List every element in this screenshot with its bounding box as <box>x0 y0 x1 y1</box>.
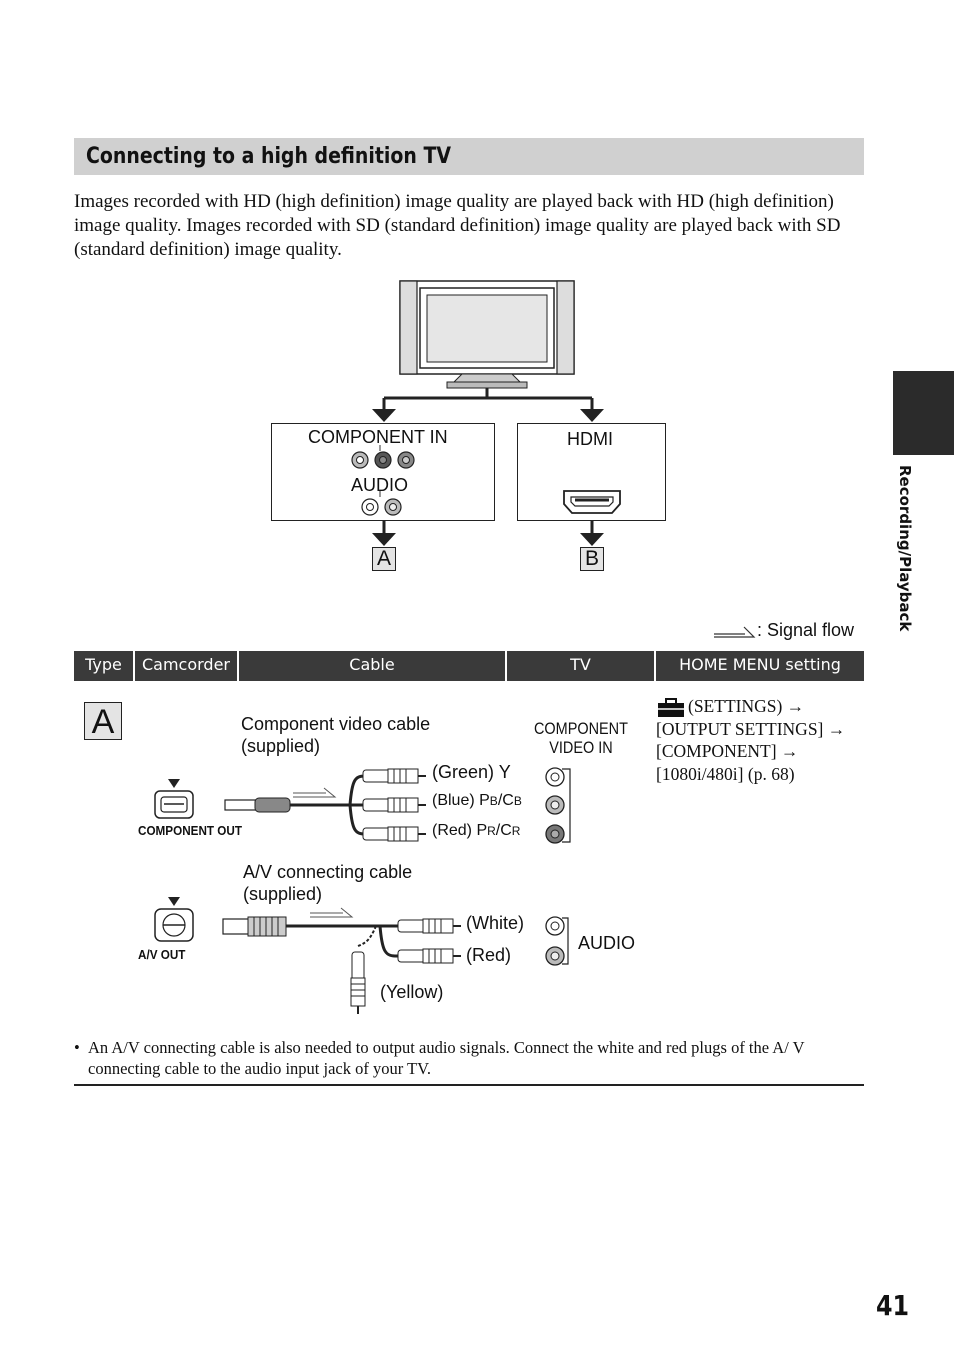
tv-component-line1: COMPONENT <box>534 719 628 738</box>
tv-component-label: COMPONENT VIDEO IN <box>534 719 628 757</box>
component-in-label: COMPONENT IN <box>308 427 448 447</box>
component-cable-label: Component video cable (supplied) <box>241 713 430 757</box>
tv-icon <box>372 280 604 422</box>
cable-illustration <box>154 767 571 1014</box>
yellow-label: (Yellow) <box>380 982 444 1002</box>
tv-audio-label: AUDIO <box>578 933 636 953</box>
white-label: (White) <box>466 913 524 933</box>
signal-flow-label: : Signal flow <box>757 620 855 640</box>
cable-plug-icon <box>362 768 426 842</box>
audio-label: AUDIO <box>351 475 409 495</box>
section-title-bar: Connecting to a high definition TV <box>74 138 864 175</box>
header-divider <box>237 651 239 681</box>
signal-flow-arrow-icon <box>714 626 756 638</box>
bullet: • <box>74 1038 80 1057</box>
side-tab-label-wrap: Recording/Playback <box>896 465 920 640</box>
av-out-label: A/V OUT <box>138 947 186 962</box>
note-divider <box>74 1084 864 1086</box>
header-divider <box>505 651 507 681</box>
av-cable-label: A/V connecting cable (supplied) <box>243 861 412 905</box>
down-arrows <box>372 520 604 546</box>
red-plug-label: (Red) <box>466 945 512 965</box>
green-y-label: (Green) Y <box>432 762 511 782</box>
page-number: 41 <box>876 1289 910 1322</box>
table-header: Type Camcorder Cable TV HOME MENU settin… <box>74 651 864 681</box>
home-menu-setting: (SETTINGS) → [OUTPUT SETTINGS] → [COMPON… <box>656 695 856 785</box>
header-camcorder: Camcorder <box>141 655 231 674</box>
letter-a-box: A <box>372 547 396 571</box>
home-menu-setting-text: (SETTINGS) → [OUTPUT SETTINGS] → [COMPON… <box>656 696 846 784</box>
tv-component-line2: VIDEO IN <box>549 738 613 757</box>
hdmi-label: HDMI <box>567 429 613 449</box>
intro-paragraph: Images recorded with HD (high definition… <box>74 191 841 260</box>
letter-b-box: B <box>580 547 604 571</box>
side-tab-marker <box>893 371 954 455</box>
side-tab-label: Recording/Playback <box>896 465 914 632</box>
section-title: Connecting to a high definition TV <box>86 144 452 169</box>
type-a-box: A <box>84 702 122 741</box>
note-text: An A/V connecting cable is also needed t… <box>88 1038 805 1078</box>
hdmi-port-icon <box>563 490 621 514</box>
rca-jack-icon <box>351 445 415 516</box>
header-divider <box>133 651 135 681</box>
note-paragraph: • An A/V connecting cable is also needed… <box>74 1037 866 1079</box>
blue-label: (Blue) PB/CB <box>432 792 522 809</box>
av-cable-line1: A/V connecting cable <box>243 862 413 882</box>
header-divider <box>654 651 656 681</box>
component-cable-line1: Component video cable <box>241 714 431 734</box>
settings-toolbox-icon <box>658 698 684 717</box>
av-cable-line2: (supplied) <box>243 884 323 904</box>
red-label: (Red) PR/CR <box>432 822 521 839</box>
header-type: Type <box>85 655 122 674</box>
component-cable-line2: (supplied) <box>241 736 321 756</box>
header-tv: TV <box>570 655 591 674</box>
component-out-label: COMPONENT OUT <box>138 823 243 838</box>
header-home-menu: HOME MENU setting <box>679 655 841 674</box>
header-cable: Cable <box>349 655 395 674</box>
